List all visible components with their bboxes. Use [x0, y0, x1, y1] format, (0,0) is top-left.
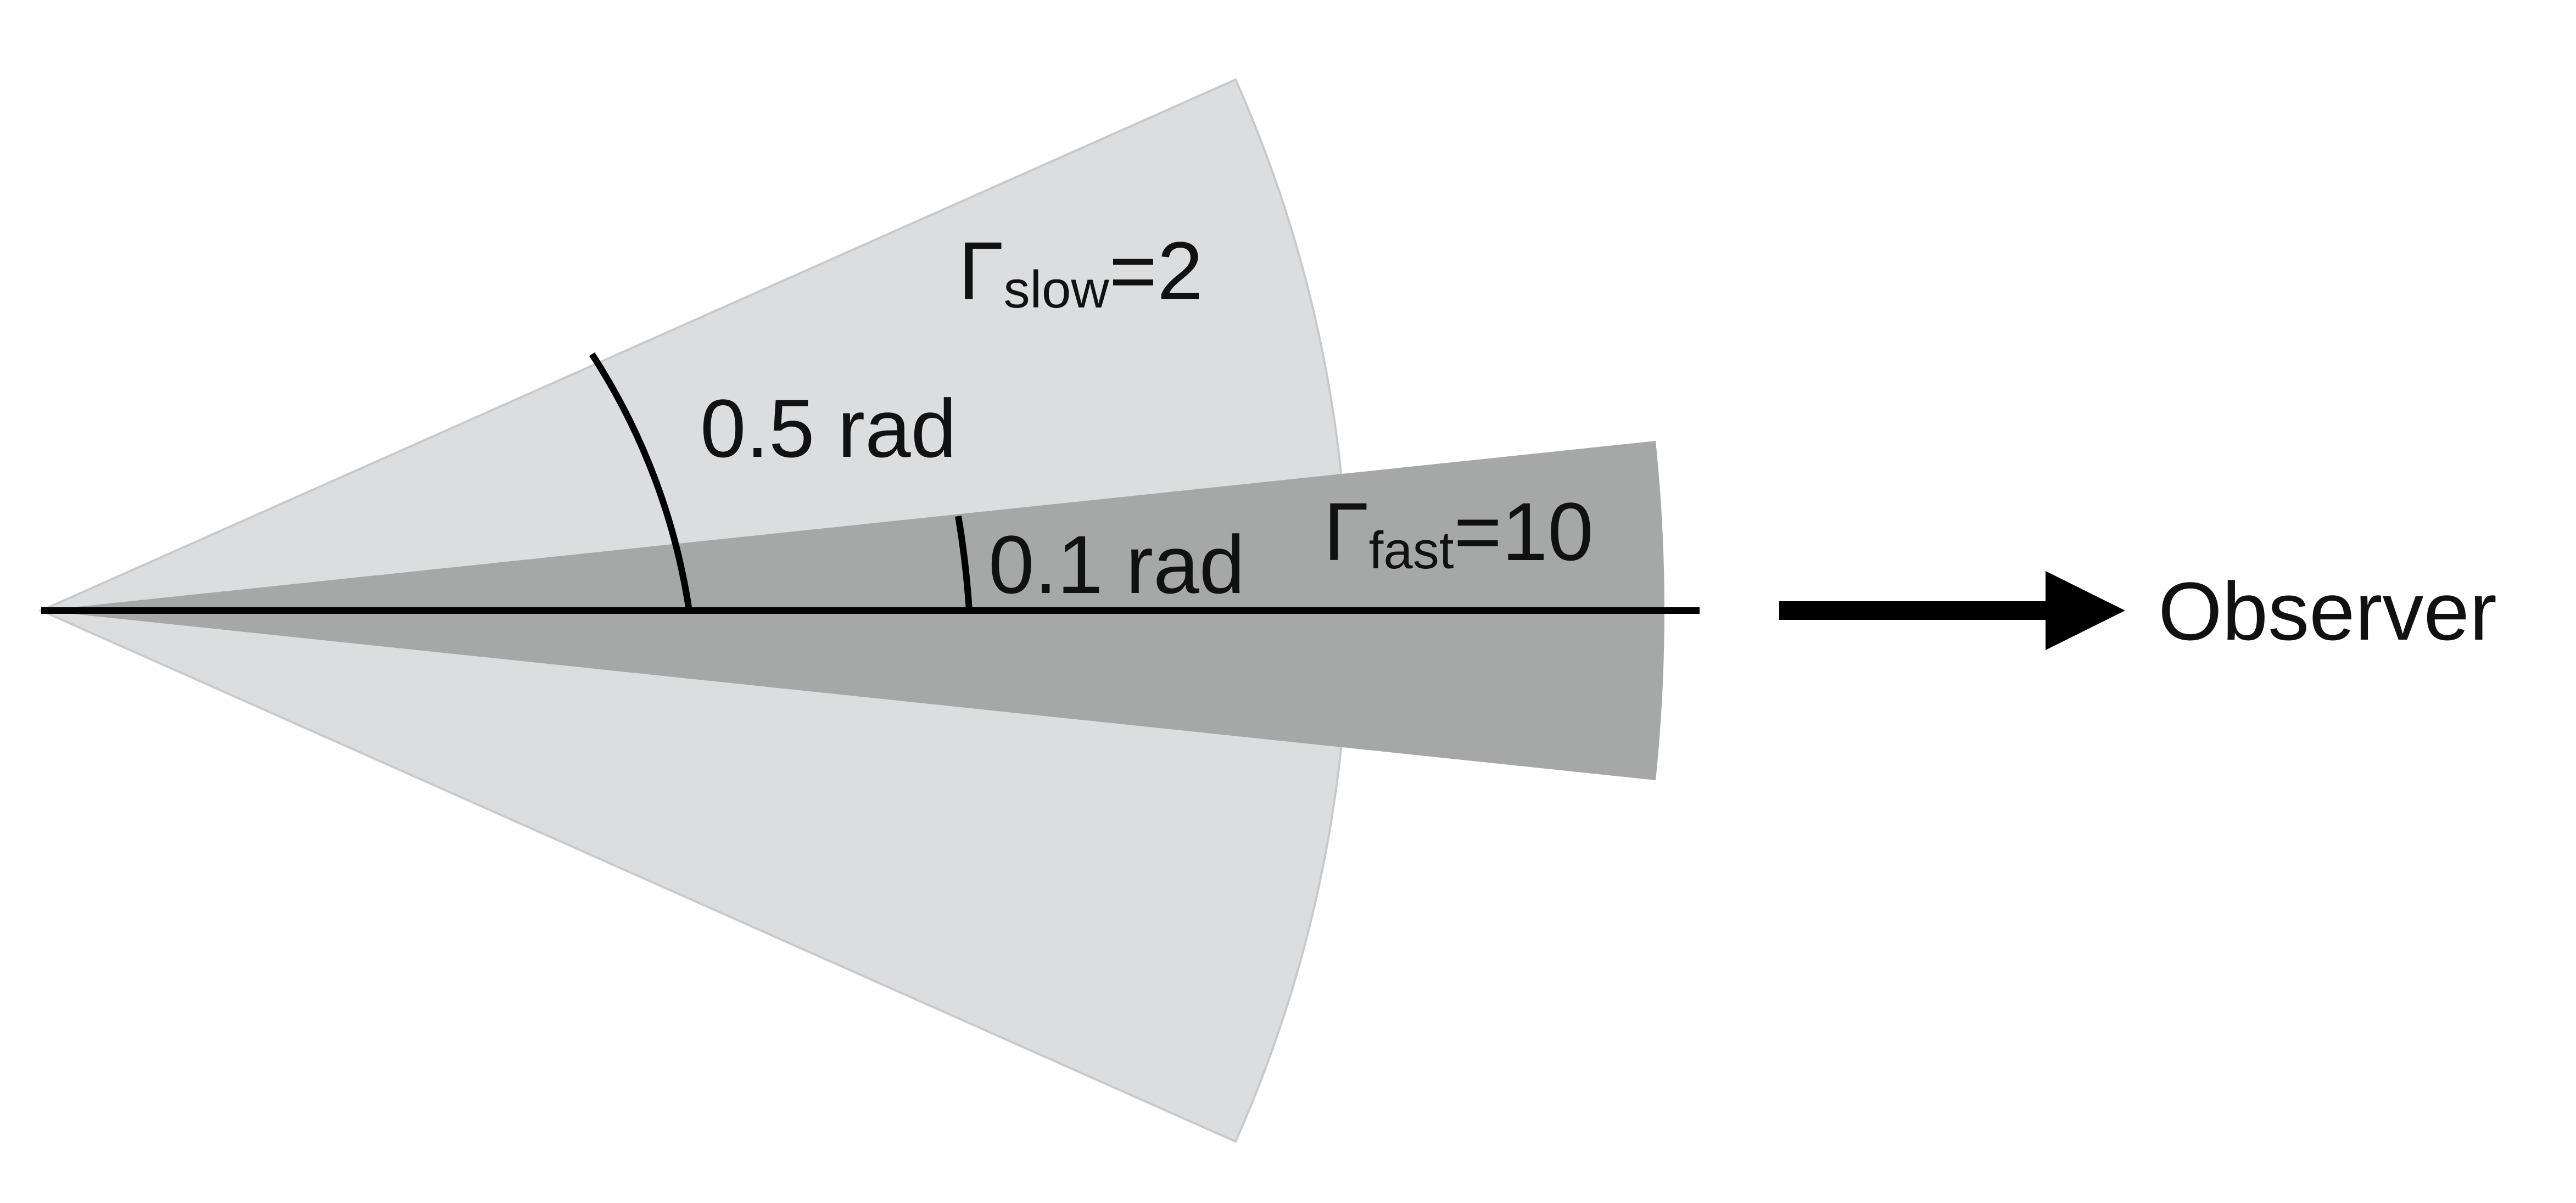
- slow-angle-label: 0.5 rad: [700, 382, 957, 474]
- fast-lorentz-factor-label: Γfast=10: [1323, 485, 1594, 580]
- slow-lorentz-factor-label: Γslow=2: [958, 225, 1203, 319]
- fast-angle-arc: [955, 516, 973, 611]
- slow-gamma-symbol: Γ: [958, 225, 1004, 317]
- observer-arrow-head: [2046, 571, 2125, 650]
- fast-gamma-value: =10: [1454, 485, 1593, 578]
- slow-angle-arc: [589, 352, 692, 611]
- slow-gamma-subscript: slow: [1004, 260, 1110, 319]
- fast-gamma-subscript: fast: [1369, 521, 1454, 580]
- observer-label: Observer: [2158, 565, 2497, 657]
- fast-gamma-symbol: Γ: [1323, 485, 1369, 578]
- fast-angle-label: 0.1 rad: [988, 518, 1245, 611]
- slow-gamma-value: =2: [1109, 225, 1203, 317]
